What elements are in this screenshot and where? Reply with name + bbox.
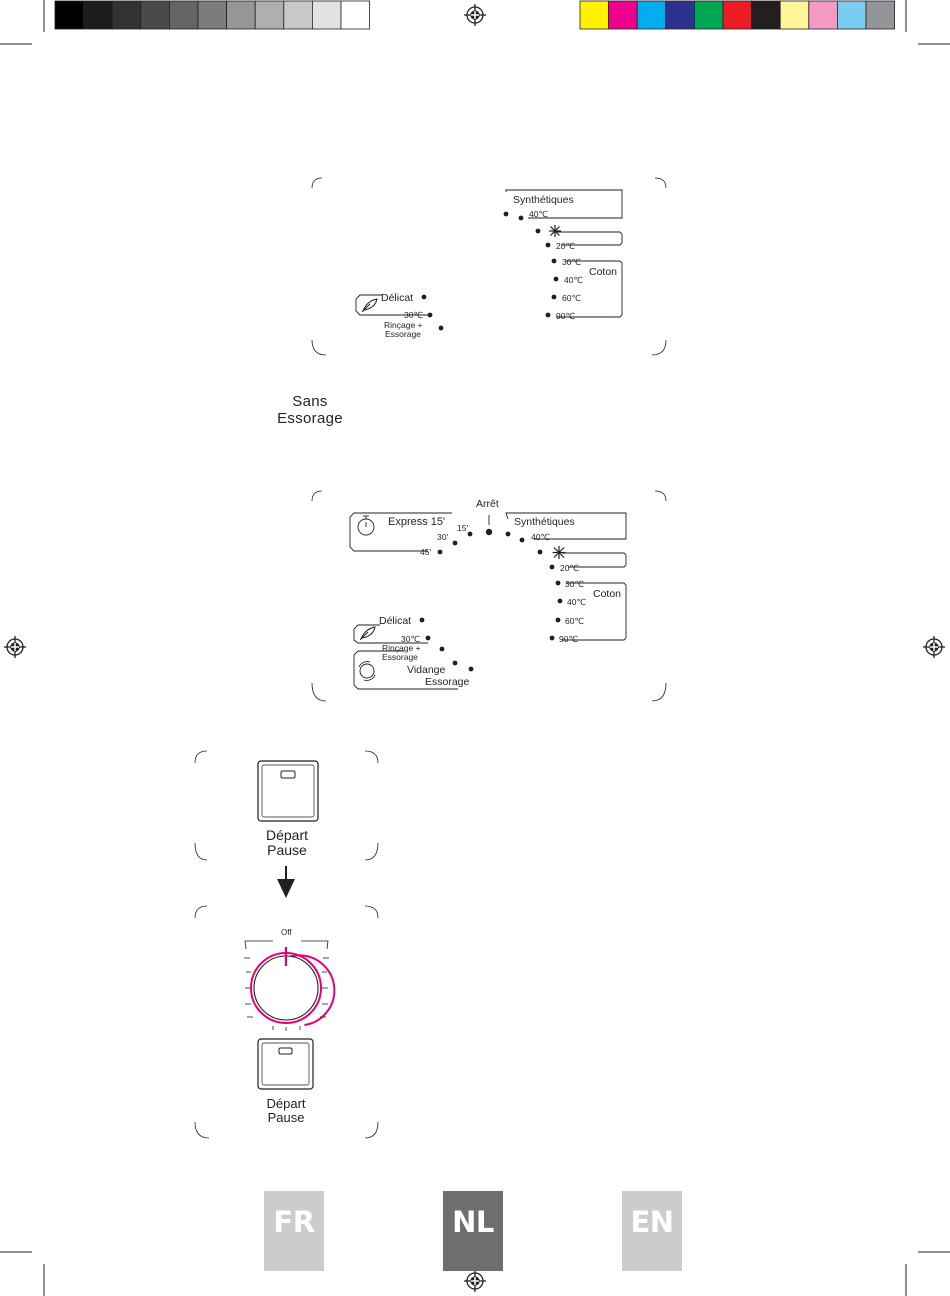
color-swatch xyxy=(84,1,113,29)
dial-start-pause-label: Départ Pause xyxy=(246,1097,326,1124)
program-dial[interactable] xyxy=(244,941,334,1031)
color-swatch xyxy=(55,1,84,29)
color-swatch xyxy=(866,1,895,29)
svg-text:20℃: 20℃ xyxy=(560,563,579,573)
language-tab-nl[interactable]: NL xyxy=(443,1191,503,1271)
color-swatch xyxy=(666,1,695,29)
color-swatch xyxy=(284,1,313,29)
language-tab-en[interactable]: EN xyxy=(622,1191,682,1271)
start-pause-button xyxy=(258,761,318,821)
svg-text:30℃: 30℃ xyxy=(562,257,581,267)
svg-text:30℃: 30℃ xyxy=(565,579,584,589)
color-swatch xyxy=(752,1,781,29)
svg-text:Essorage: Essorage xyxy=(385,329,421,339)
svg-text:30': 30' xyxy=(437,532,448,542)
p2-vidange: Vidange xyxy=(407,664,446,676)
dial-off-label: Off xyxy=(281,928,292,937)
color-swatch xyxy=(141,1,170,29)
color-swatch xyxy=(312,1,341,29)
start-pause-label: Départ Pause xyxy=(247,828,327,857)
svg-text:20℃: 20℃ xyxy=(556,241,575,251)
spin-drain-icon xyxy=(359,662,375,681)
sans-essorage-label: Sans Essorage xyxy=(262,393,358,427)
svg-text:40℃: 40℃ xyxy=(531,532,550,542)
color-swatch xyxy=(837,1,866,29)
p2-express: Express 15' xyxy=(388,516,445,528)
start-pause-button[interactable] xyxy=(258,1039,313,1089)
p1-synthetiques: Synthétiques xyxy=(513,194,574,206)
svg-text:Essorage: Essorage xyxy=(382,652,418,662)
color-swatch xyxy=(723,1,752,29)
svg-text:30℃: 30℃ xyxy=(404,310,423,320)
snowflake-icon xyxy=(549,225,561,237)
arrow-down-icon xyxy=(276,866,296,900)
p2-synthetiques: Synthétiques xyxy=(514,516,575,528)
p2-coton: Coton xyxy=(593,588,621,600)
color-swatch xyxy=(609,1,638,29)
color-swatch xyxy=(227,1,256,29)
color-swatch xyxy=(255,1,284,29)
color-swatch xyxy=(112,1,141,29)
program-panel-2: Arrêt Express 15' 15' 30' 45' Synthétiqu… xyxy=(300,483,680,708)
language-tab-fr[interactable]: FR xyxy=(264,1191,324,1271)
program-panel-1: Synthétiques 40℃ 20℃ 30℃ Coton 40℃ 60℃ 9… xyxy=(300,170,680,365)
svg-text:40℃: 40℃ xyxy=(529,209,548,219)
color-swatch xyxy=(809,1,838,29)
svg-text:60℃: 60℃ xyxy=(562,293,581,303)
p2-delicat: Délicat xyxy=(379,615,411,627)
color-swatch xyxy=(341,1,370,29)
svg-text:90℃: 90℃ xyxy=(556,311,575,321)
leaf-icon xyxy=(360,627,375,640)
p2-arret: Arrêt xyxy=(476,498,499,510)
snowflake-icon xyxy=(553,546,566,559)
svg-text:40℃: 40℃ xyxy=(567,597,586,607)
svg-text:90℃: 90℃ xyxy=(559,634,578,644)
color-swatch xyxy=(694,1,723,29)
color-swatch xyxy=(637,1,666,29)
color-swatch xyxy=(780,1,809,29)
p1-coton: Coton xyxy=(589,266,617,278)
process-color-bar xyxy=(580,1,895,29)
svg-text:60℃: 60℃ xyxy=(565,616,584,626)
timer-icon xyxy=(358,516,374,535)
svg-text:45': 45' xyxy=(420,547,431,557)
svg-text:40℃: 40℃ xyxy=(564,275,583,285)
color-swatch xyxy=(198,1,227,29)
p1-delicat: Délicat xyxy=(381,292,413,304)
p2-essorage: Essorage xyxy=(425,676,470,688)
color-swatch xyxy=(169,1,198,29)
svg-text:15': 15' xyxy=(457,523,468,533)
grayscale-bar xyxy=(55,1,370,29)
color-swatch xyxy=(580,1,609,29)
leaf-icon xyxy=(362,299,377,312)
